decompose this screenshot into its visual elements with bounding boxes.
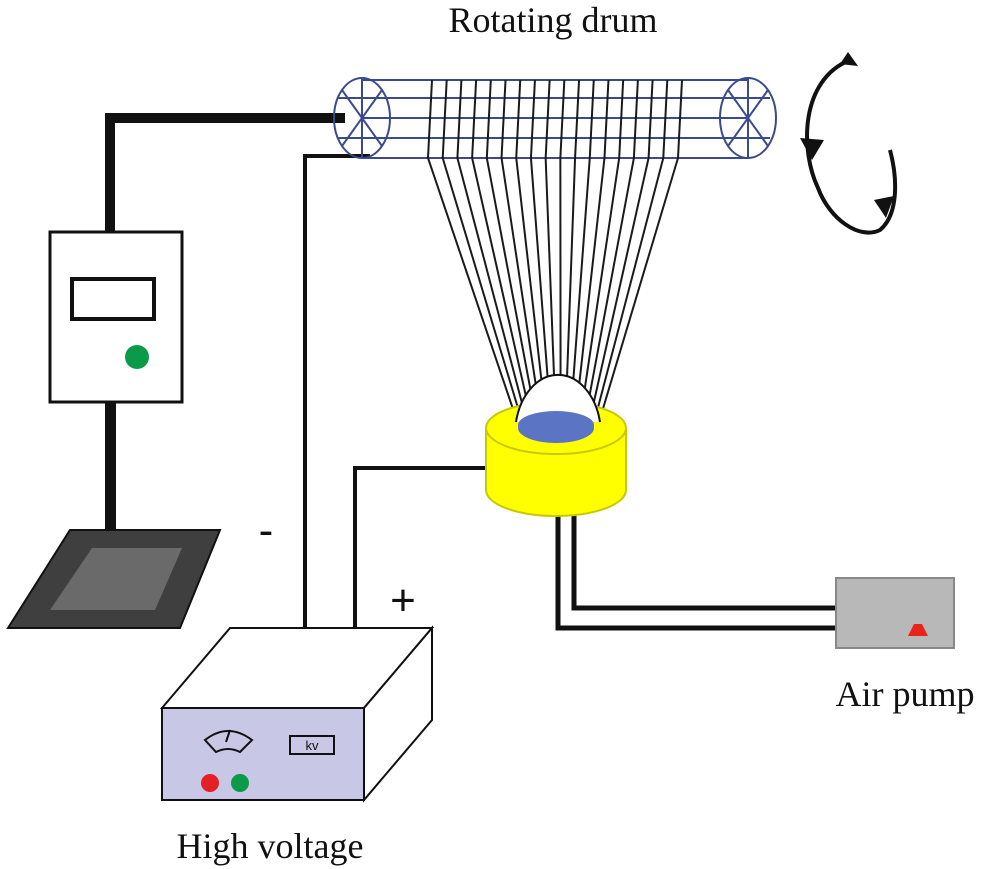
drum-label: Rotating drum xyxy=(449,0,658,40)
control-box-display xyxy=(70,277,156,321)
rotating-drum xyxy=(333,77,777,159)
fiber-jet xyxy=(559,79,566,413)
air-pump xyxy=(835,577,955,649)
air-pump-label: Air pump xyxy=(836,674,975,714)
supply-button-red xyxy=(201,774,219,792)
collector-plate-inner xyxy=(50,548,182,610)
kv-label: kv xyxy=(306,738,320,753)
fiber-jet xyxy=(529,79,552,413)
negative-sign: - xyxy=(259,506,274,555)
solution-bubble xyxy=(515,373,601,423)
high-voltage-supply: kv xyxy=(159,625,435,803)
fiber-jet xyxy=(544,79,557,413)
fiber-jet xyxy=(595,79,669,413)
air-tube-outer xyxy=(555,512,838,631)
positive-sign: + xyxy=(390,576,416,625)
fiber-jet xyxy=(580,79,625,413)
fiber-jet xyxy=(471,79,531,413)
fiber-jet xyxy=(590,79,654,413)
fiber-jet xyxy=(569,79,595,413)
circular-arrow-icon xyxy=(800,52,898,235)
fiber-jet xyxy=(515,79,547,413)
fiber-jet xyxy=(456,79,526,413)
supply-button-green xyxy=(231,774,249,792)
high-voltage-label: High voltage xyxy=(177,826,364,866)
fiber-jet xyxy=(485,79,536,413)
fiber-jet xyxy=(585,79,639,413)
pump-indicator xyxy=(908,624,928,636)
wire-negative-to-drum xyxy=(303,154,370,628)
analog-meter-icon xyxy=(203,729,254,754)
fiber-jet xyxy=(564,79,581,413)
fiber-jet xyxy=(441,79,521,413)
fiber-jet xyxy=(575,79,610,413)
wire-box-to-drum xyxy=(105,113,345,232)
fiber-jet xyxy=(500,79,541,413)
kv-display xyxy=(289,735,335,755)
fiber-jet xyxy=(426,79,515,413)
stand-pole xyxy=(105,398,116,586)
control-box-indicator xyxy=(125,345,149,369)
air-tube-inner xyxy=(571,512,838,611)
wire-positive-to-spinneret xyxy=(353,466,490,628)
fiber-jet xyxy=(601,79,683,413)
fiber-jets xyxy=(426,79,683,413)
